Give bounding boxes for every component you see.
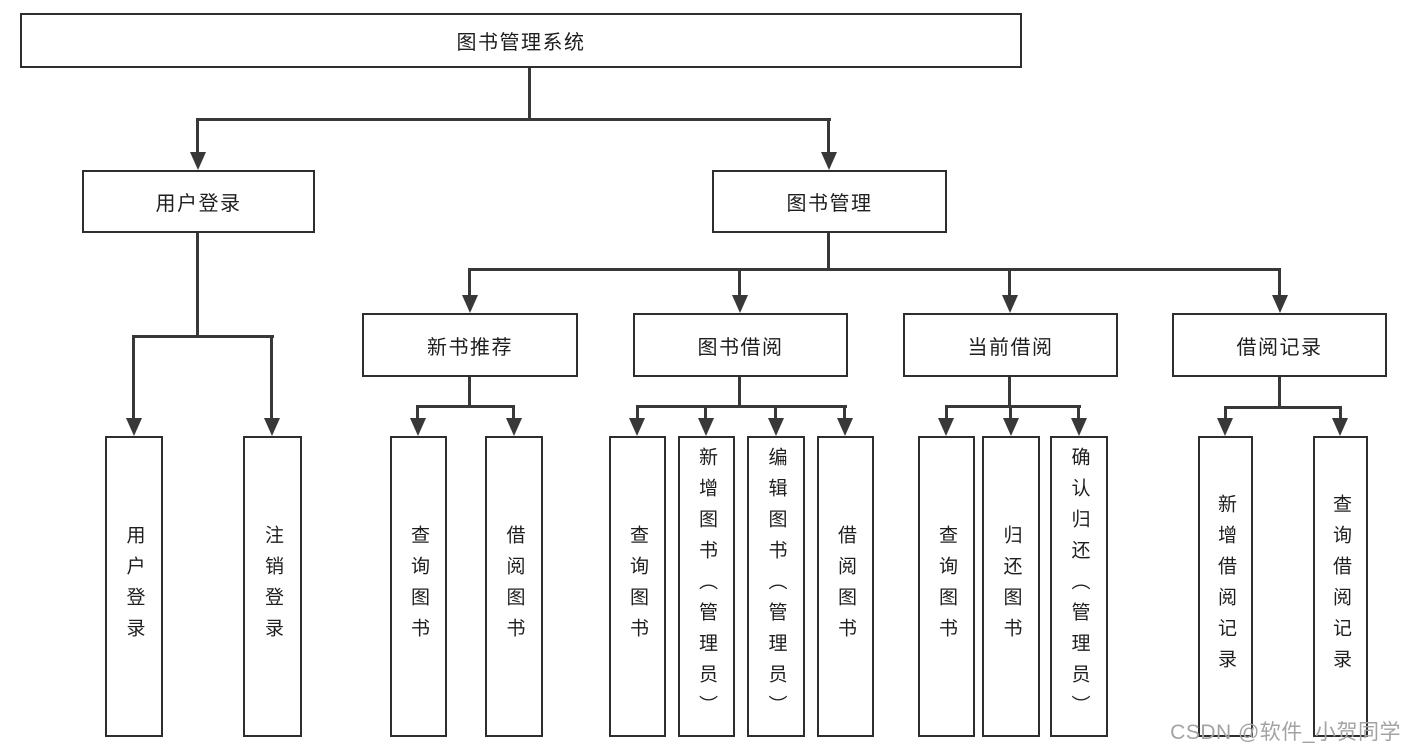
arrowhead-down-icon <box>190 152 206 170</box>
connector-line <box>1278 268 1281 297</box>
leaf-confirm-return-admin-label: 确认归还（管理员） <box>1068 447 1090 726</box>
arrowhead-down-icon <box>768 418 784 436</box>
arrowhead-down-icon <box>506 418 522 436</box>
leaf-add-borrow-record-label: 新增借阅记录 <box>1215 493 1236 680</box>
node-root-label: 图书管理系统 <box>456 32 586 54</box>
connector-line <box>132 335 135 421</box>
connector-line <box>827 118 830 154</box>
leaf-edit-books-admin: 编辑图书（管理员） <box>747 436 805 737</box>
leaf-query-books-current: 查询图书 <box>918 436 975 737</box>
leaf-query-books-recommend-label: 查询图书 <box>408 524 429 649</box>
connector-line <box>468 268 1281 271</box>
leaf-logout-label: 注销登录 <box>262 524 283 649</box>
connector-line <box>416 405 419 421</box>
connector-line <box>416 405 515 408</box>
connector-line <box>1224 406 1342 409</box>
connector-line <box>1008 377 1011 407</box>
leaf-add-borrow-record: 新增借阅记录 <box>1198 436 1253 737</box>
leaf-borrow-books-recommend-label: 借阅图书 <box>503 524 525 649</box>
arrowhead-down-icon <box>1003 418 1019 436</box>
arrowhead-down-icon <box>264 418 280 436</box>
leaf-return-books: 归还图书 <box>982 436 1040 737</box>
connector-line <box>843 405 846 421</box>
leaf-query-borrow-record: 查询借阅记录 <box>1313 436 1368 737</box>
connector-line <box>528 68 531 118</box>
connector-line <box>636 405 847 408</box>
connector-line <box>738 268 741 297</box>
leaf-logout: 注销登录 <box>243 436 302 737</box>
node-new-book-recommend-label: 新书推荐 <box>427 336 513 359</box>
connector-line <box>468 268 471 297</box>
leaf-user-login-label: 用户登录 <box>123 524 145 649</box>
arrowhead-down-icon <box>1071 418 1087 436</box>
connector-line <box>196 233 199 335</box>
arrowhead-down-icon <box>126 418 142 436</box>
connector-line <box>1077 405 1080 421</box>
node-user-login-label: 用户登录 <box>155 193 242 215</box>
node-book-borrow-label: 图书借阅 <box>697 336 784 359</box>
arrowhead-down-icon <box>629 418 645 436</box>
leaf-query-books-current-label: 查询图书 <box>936 524 957 649</box>
node-current-borrow: 当前借阅 <box>903 313 1118 377</box>
connector-line <box>774 405 777 421</box>
connector-line <box>1009 405 1012 421</box>
connector-line <box>270 335 273 421</box>
leaf-query-books-recommend: 查询图书 <box>390 436 447 737</box>
leaf-add-books-admin: 新增图书（管理员） <box>678 436 735 737</box>
leaf-query-books-borrow: 查询图书 <box>609 436 666 737</box>
connector-line <box>196 118 199 154</box>
connector-line <box>945 405 948 421</box>
node-book-management-label: 图书管理 <box>786 193 873 215</box>
node-user-login: 用户登录 <box>82 170 315 233</box>
leaf-add-books-admin-label: 新增图书（管理员） <box>696 447 717 726</box>
leaf-return-books-label: 归还图书 <box>1000 524 1022 649</box>
leaf-confirm-return-admin: 确认归还（管理员） <box>1050 436 1108 737</box>
node-book-management: 图书管理 <box>712 170 947 233</box>
arrowhead-down-icon <box>938 418 954 436</box>
connector-line <box>1008 268 1011 297</box>
connector-line <box>827 233 830 270</box>
arrowhead-down-icon <box>698 418 714 436</box>
connector-line <box>636 405 639 421</box>
connector-line <box>704 405 707 421</box>
leaf-borrow-books: 借阅图书 <box>817 436 874 737</box>
connector-line <box>738 377 741 407</box>
connector-line <box>132 335 274 338</box>
arrowhead-down-icon <box>1002 295 1018 313</box>
connector-line <box>1224 406 1227 421</box>
connector-line <box>197 118 831 121</box>
arrowhead-down-icon <box>1272 295 1288 313</box>
node-new-book-recommend: 新书推荐 <box>362 313 578 377</box>
leaf-user-login: 用户登录 <box>105 436 163 737</box>
leaf-query-borrow-record-label: 查询借阅记录 <box>1330 493 1351 680</box>
arrowhead-down-icon <box>732 295 748 313</box>
arrowhead-down-icon <box>462 295 478 313</box>
leaf-borrow-books-label: 借阅图书 <box>835 524 856 649</box>
arrowhead-down-icon <box>1332 418 1348 436</box>
node-borrow-records-label: 借阅记录 <box>1236 336 1323 359</box>
arrowhead-down-icon <box>821 152 837 170</box>
connector-line <box>468 377 471 407</box>
leaf-borrow-books-recommend: 借阅图书 <box>485 436 543 737</box>
node-book-borrow: 图书借阅 <box>633 313 848 377</box>
connector-line <box>945 405 1081 408</box>
node-borrow-records: 借阅记录 <box>1172 313 1387 377</box>
connector-line <box>1278 377 1281 408</box>
leaf-edit-books-admin-label: 编辑图书（管理员） <box>765 447 787 726</box>
connector-line <box>1339 406 1342 421</box>
connector-line <box>512 405 515 421</box>
leaf-query-books-borrow-label: 查询图书 <box>627 524 648 649</box>
node-current-borrow-label: 当前借阅 <box>967 336 1054 359</box>
arrowhead-down-icon <box>837 418 853 436</box>
node-root: 图书管理系统 <box>20 13 1022 68</box>
watermark-text: CSDN @软件_小贺同学 <box>1170 721 1401 744</box>
arrowhead-down-icon <box>410 418 426 436</box>
arrowhead-down-icon <box>1217 418 1233 436</box>
